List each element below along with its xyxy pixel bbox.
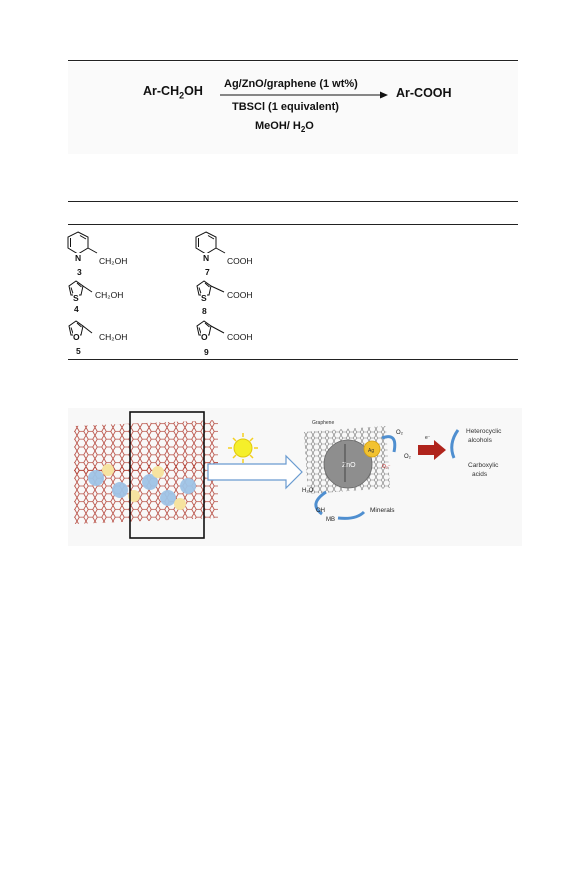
reactant-substituent: CH₂OH bbox=[95, 290, 124, 300]
ring-heteroatom: O bbox=[201, 332, 208, 342]
oh-label: OH bbox=[316, 508, 325, 514]
compound-number: 5 bbox=[76, 346, 81, 356]
reactant-formula: Ar-CH2OH bbox=[143, 84, 203, 101]
ag-label: Ag bbox=[368, 448, 374, 454]
zoom-frame bbox=[129, 411, 205, 539]
catalyst-label: Ag/ZnO/graphene (1 wt%) bbox=[224, 78, 358, 90]
zno-particle bbox=[323, 439, 373, 489]
ring-heteroatom: N bbox=[75, 253, 82, 263]
compound-number: 3 bbox=[77, 267, 82, 277]
compound-number: 9 bbox=[204, 347, 209, 357]
table-bottom-rule bbox=[68, 359, 518, 360]
ring-heteroatom: S bbox=[201, 293, 207, 303]
graphene-sheet-top bbox=[74, 420, 218, 474]
red-arrow bbox=[418, 440, 446, 460]
nanoparticles bbox=[88, 464, 196, 510]
reaction-arrow bbox=[220, 91, 388, 99]
minerals-label: Minerals bbox=[370, 507, 395, 514]
ring-heteroatom: O bbox=[73, 332, 80, 342]
ring-heteroatom: S bbox=[73, 293, 79, 303]
ring-heteroatom: N bbox=[203, 253, 210, 263]
product-substituent: COOH bbox=[227, 256, 253, 266]
compound-number: 8 bbox=[202, 306, 207, 316]
table-header-rule bbox=[68, 224, 518, 225]
reagent-label: TBSCl (1 equivalent) bbox=[232, 101, 339, 113]
o2-label-top: O₂ bbox=[396, 430, 404, 436]
mb-label: MB bbox=[326, 517, 335, 523]
electron-label: e⁻ bbox=[425, 435, 431, 441]
carboxylic-label: Carboxylic bbox=[468, 462, 499, 469]
compound-number: 7 bbox=[205, 267, 210, 277]
sun-icon bbox=[228, 433, 258, 463]
photocatalysis-mechanism-diagram: Graphene ZnO Ag O₂ O₂ O₂⁻ e⁻ Heterocycli… bbox=[68, 408, 522, 546]
h2o-label: H₂O bbox=[302, 488, 314, 494]
reactant-substituent: CH₂OH bbox=[99, 256, 128, 266]
reactant-substituent: CH₂OH bbox=[99, 332, 128, 342]
ag-particle bbox=[363, 440, 381, 458]
product-formula: Ar-COOH bbox=[396, 86, 452, 100]
transition-arrow bbox=[207, 454, 303, 490]
heterocyclic-label: Heterocyclic bbox=[466, 428, 502, 435]
top-rule bbox=[68, 60, 518, 61]
product-substituent: COOH bbox=[227, 290, 253, 300]
table-top-rule bbox=[68, 201, 518, 202]
acids-label: acids bbox=[472, 471, 488, 478]
o2-label-mid: O₂ bbox=[404, 454, 412, 460]
alcohols-label: alcohols bbox=[468, 437, 493, 444]
graphene-label: Graphene bbox=[312, 420, 334, 426]
zno-label: ZnO bbox=[342, 462, 356, 469]
compound-number: 4 bbox=[74, 304, 79, 314]
solvent-label: MeOH/ H2O bbox=[255, 120, 314, 135]
reaction-scheme bbox=[68, 62, 518, 154]
superoxide-label: O₂⁻ bbox=[382, 464, 391, 470]
product-substituent: COOH bbox=[227, 332, 253, 342]
